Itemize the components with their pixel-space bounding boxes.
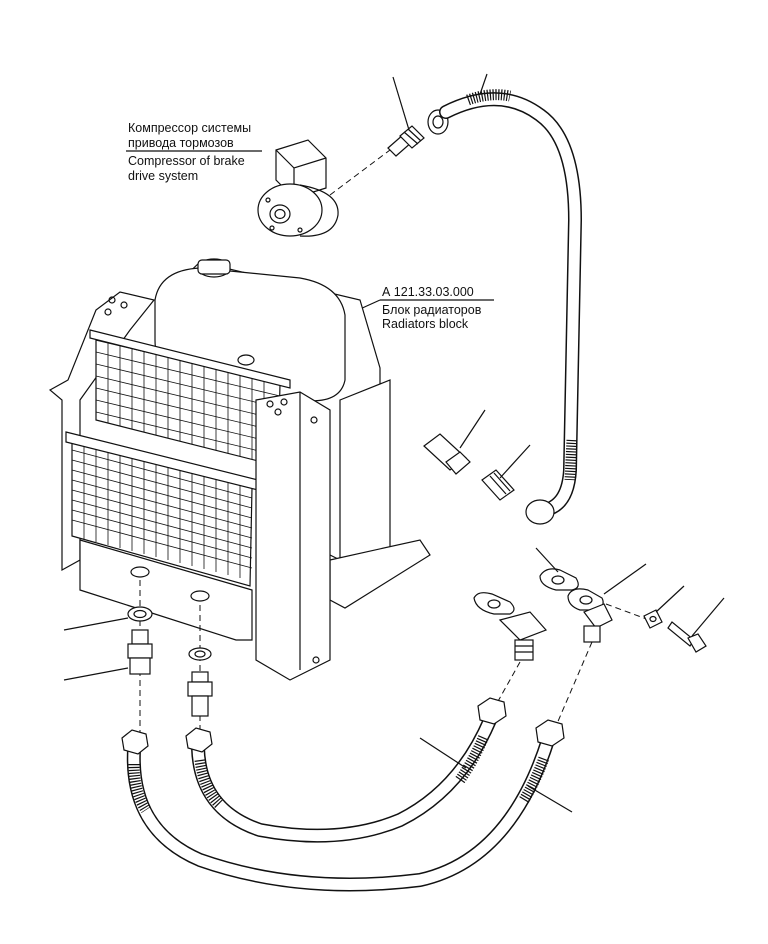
- radiator-label: А 121.33.03.000 Блок радиаторов Radiator…: [295, 285, 494, 339]
- compressor-label-ru-2: привода тормозов: [128, 136, 234, 150]
- fitting-icon: [127, 606, 153, 622]
- fitting-icon: [387, 125, 425, 157]
- radiator-part-number: А 121.33.03.000: [382, 285, 474, 299]
- radiator-label-ru: Блок радиаторов: [382, 303, 482, 317]
- leader-line: [499, 444, 531, 479]
- leader-line: [691, 597, 725, 637]
- fitting-icon: [567, 588, 613, 643]
- fitting-icon: [127, 629, 153, 675]
- fitting-icon: [187, 647, 213, 717]
- leader-line: [392, 76, 410, 131]
- radiator-label-en: Radiators block: [382, 317, 469, 331]
- leader-line: [459, 409, 486, 449]
- compressor-label-en-1: Compressor of brake: [128, 154, 245, 168]
- leader-line: [63, 667, 129, 681]
- fitting-icon: [539, 568, 579, 591]
- hose-icon: [439, 89, 583, 525]
- hose-icon: [121, 719, 565, 892]
- compressor-icon: [257, 139, 339, 237]
- compressor-label: Компрессор системы привода тормозов Comp…: [126, 121, 262, 183]
- bolt-icon: [643, 609, 663, 629]
- compressor-label-en-2: drive system: [128, 169, 198, 183]
- fitting-icon: [473, 592, 515, 615]
- fitting-icon: [481, 469, 515, 501]
- radiator-block-icon: [48, 258, 431, 681]
- fitting-icon: [423, 433, 471, 475]
- radiator-upper-core-grid: [95, 343, 281, 462]
- leader-line: [419, 737, 467, 769]
- link-line-right-2: [555, 641, 593, 727]
- hose-icon: [185, 697, 507, 843]
- compressor-link-line: [329, 149, 391, 196]
- leader-line: [535, 547, 559, 573]
- radiator-lower-core-grid: [71, 443, 253, 578]
- leader-line: [655, 585, 685, 613]
- leader-line: [527, 785, 573, 813]
- compressor-label-ru-1: Компрессор системы: [128, 121, 251, 135]
- fitting-icon: [498, 611, 548, 661]
- bolt-icon: [667, 621, 707, 653]
- leader-line: [603, 563, 647, 595]
- leader-line: [63, 617, 129, 631]
